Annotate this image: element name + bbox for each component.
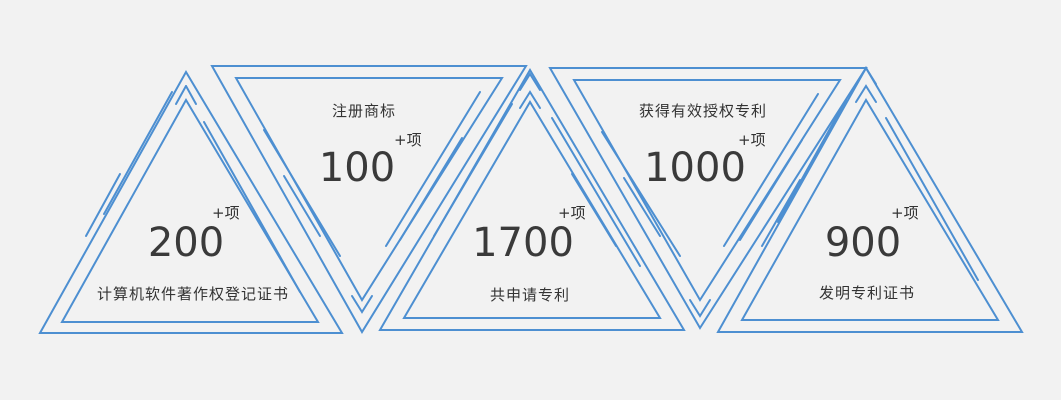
stat-value-1: 200 [147,220,225,266]
triangle-frame-4 [548,67,868,330]
triangle-frame-5 [716,65,1024,333]
triangle-frame-3 [378,68,686,331]
stat-label-3: 共申请专利 [489,286,571,304]
stat-label-1: 计算机软件著作权登记证书 [96,285,290,303]
triangle-frame-group [38,65,1024,334]
stat-suffix-4: +项 [738,131,766,149]
stat-suffix-1: +项 [212,204,240,222]
stat-value-3: 1700 [472,220,574,266]
triangle-frame-2 [210,65,528,334]
stat-value-4: 1000 [644,145,746,191]
stat-suffix-3: +项 [558,204,586,222]
stat-value-2: 100 [318,145,396,191]
stat-value-5: 900 [824,220,902,266]
stat-suffix-5: +项 [891,204,919,222]
stat-suffix-2: +项 [394,131,422,149]
stat-label-5: 发明专利证书 [818,284,916,302]
triangle-frame-1 [38,70,344,334]
stat-label-2: 注册商标 [331,102,397,120]
stat-label-4: 获得有效授权专利 [638,102,768,120]
